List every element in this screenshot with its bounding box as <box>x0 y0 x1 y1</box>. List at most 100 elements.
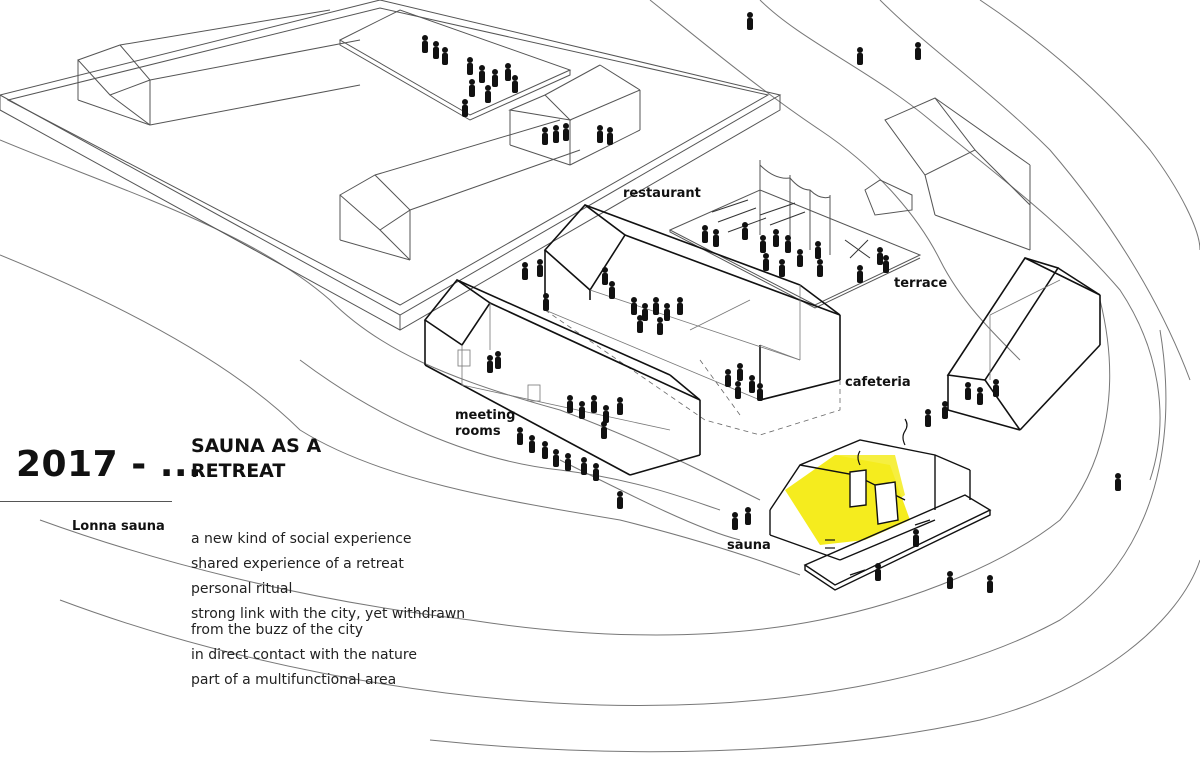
person-figure <box>591 395 597 413</box>
person-figure <box>467 57 473 75</box>
person-figure <box>422 35 428 53</box>
terrain-contours <box>0 0 1200 753</box>
person-figure <box>883 255 889 273</box>
people-figures <box>422 12 1121 593</box>
sauna-building <box>769 418 992 591</box>
person-figure <box>553 449 559 467</box>
list-item: shared experience of a retreat <box>191 556 404 572</box>
person-figure <box>601 421 607 439</box>
person-figure <box>603 405 609 423</box>
person-figure <box>702 225 708 243</box>
person-figure <box>987 575 993 593</box>
person-figure <box>522 262 528 280</box>
person-figure <box>785 235 791 253</box>
barrack-building-lower <box>339 119 581 261</box>
person-figure <box>579 401 585 419</box>
title-line2: RETREAT <box>191 460 286 482</box>
person-figure <box>567 395 573 413</box>
list-item: part of a multifunctional area <box>191 672 397 688</box>
project-subtitle: Lonna sauna <box>72 519 165 534</box>
person-figure <box>637 315 643 333</box>
person-figure <box>677 297 683 315</box>
divider-rule <box>0 501 172 502</box>
person-figure <box>517 427 523 445</box>
hillside-building <box>864 97 1031 251</box>
person-figure <box>495 351 501 369</box>
label-terrace: terrace <box>894 276 948 291</box>
person-figure <box>593 463 599 481</box>
person-figure <box>797 249 803 267</box>
page-title: SAUNA AS A RETREAT <box>191 434 381 484</box>
person-figure <box>915 42 921 60</box>
barrack-building-right <box>508 64 641 166</box>
person-figure <box>543 293 549 311</box>
person-figure <box>763 253 769 271</box>
person-figure <box>815 241 821 259</box>
person-figure <box>487 355 493 373</box>
person-figure <box>469 79 475 97</box>
person-figure <box>760 235 766 253</box>
person-figure <box>462 99 468 117</box>
person-figure <box>657 317 663 335</box>
person-figure <box>857 265 863 283</box>
person-figure <box>537 259 543 277</box>
cafeteria-dashed-footprint <box>544 309 841 436</box>
person-figure <box>725 369 731 387</box>
person-figure <box>713 229 719 247</box>
fortress-platform <box>0 0 782 331</box>
person-figure <box>737 363 743 381</box>
person-figure <box>965 382 971 400</box>
person-figure <box>492 69 498 87</box>
person-figure <box>747 12 753 30</box>
person-figure <box>875 563 881 581</box>
person-figure <box>857 47 863 65</box>
list-item: in direct contact with the nature <box>191 647 417 663</box>
person-figure <box>617 397 623 415</box>
person-figure <box>773 229 779 247</box>
person-figure <box>1115 473 1121 491</box>
label-sauna: sauna <box>727 538 771 553</box>
person-figure <box>977 387 983 405</box>
person-figure <box>742 222 748 240</box>
person-figure <box>913 529 919 547</box>
person-figure <box>757 383 763 401</box>
person-figure <box>942 401 948 419</box>
person-figure <box>749 375 755 393</box>
person-figure <box>512 75 518 93</box>
person-figure <box>947 571 953 589</box>
person-figure <box>631 297 637 315</box>
meeting-rooms-building <box>423 278 701 476</box>
right-pavilion-inner <box>989 279 1061 380</box>
person-figure <box>542 127 548 145</box>
person-figure <box>565 453 571 471</box>
terrace-platform <box>668 160 922 309</box>
person-figure <box>732 512 738 530</box>
person-figure <box>609 281 615 299</box>
upper-courtyard <box>338 9 572 121</box>
label-meeting-rooms: meeting rooms <box>455 408 515 440</box>
year-heading: 2017 - ... <box>16 444 203 485</box>
list-item: strong link with the city, yet withdrawn… <box>191 606 466 638</box>
person-figure <box>817 259 823 277</box>
meeting-rooms-inner <box>457 303 671 431</box>
person-figure <box>993 379 999 397</box>
label-restaurant: restaurant <box>623 186 701 201</box>
person-figure <box>779 259 785 277</box>
barrack-building-left <box>77 9 361 126</box>
person-figure <box>607 127 613 145</box>
label-cafeteria: cafeteria <box>845 375 911 390</box>
concept-points-list: a new kind of social experience shared e… <box>191 531 481 697</box>
right-pavilion-building <box>946 257 1101 431</box>
person-figure <box>617 491 623 509</box>
person-figure <box>581 457 587 475</box>
person-figure <box>542 441 548 459</box>
person-figure <box>653 297 659 315</box>
person-figure <box>563 123 569 141</box>
person-figure <box>735 381 741 399</box>
label-meeting-line2: rooms <box>455 424 501 439</box>
list-item: a new kind of social experience <box>191 531 412 547</box>
person-figure <box>877 247 883 265</box>
person-figure <box>925 409 931 427</box>
person-figure <box>479 65 485 83</box>
person-figure <box>529 435 535 453</box>
